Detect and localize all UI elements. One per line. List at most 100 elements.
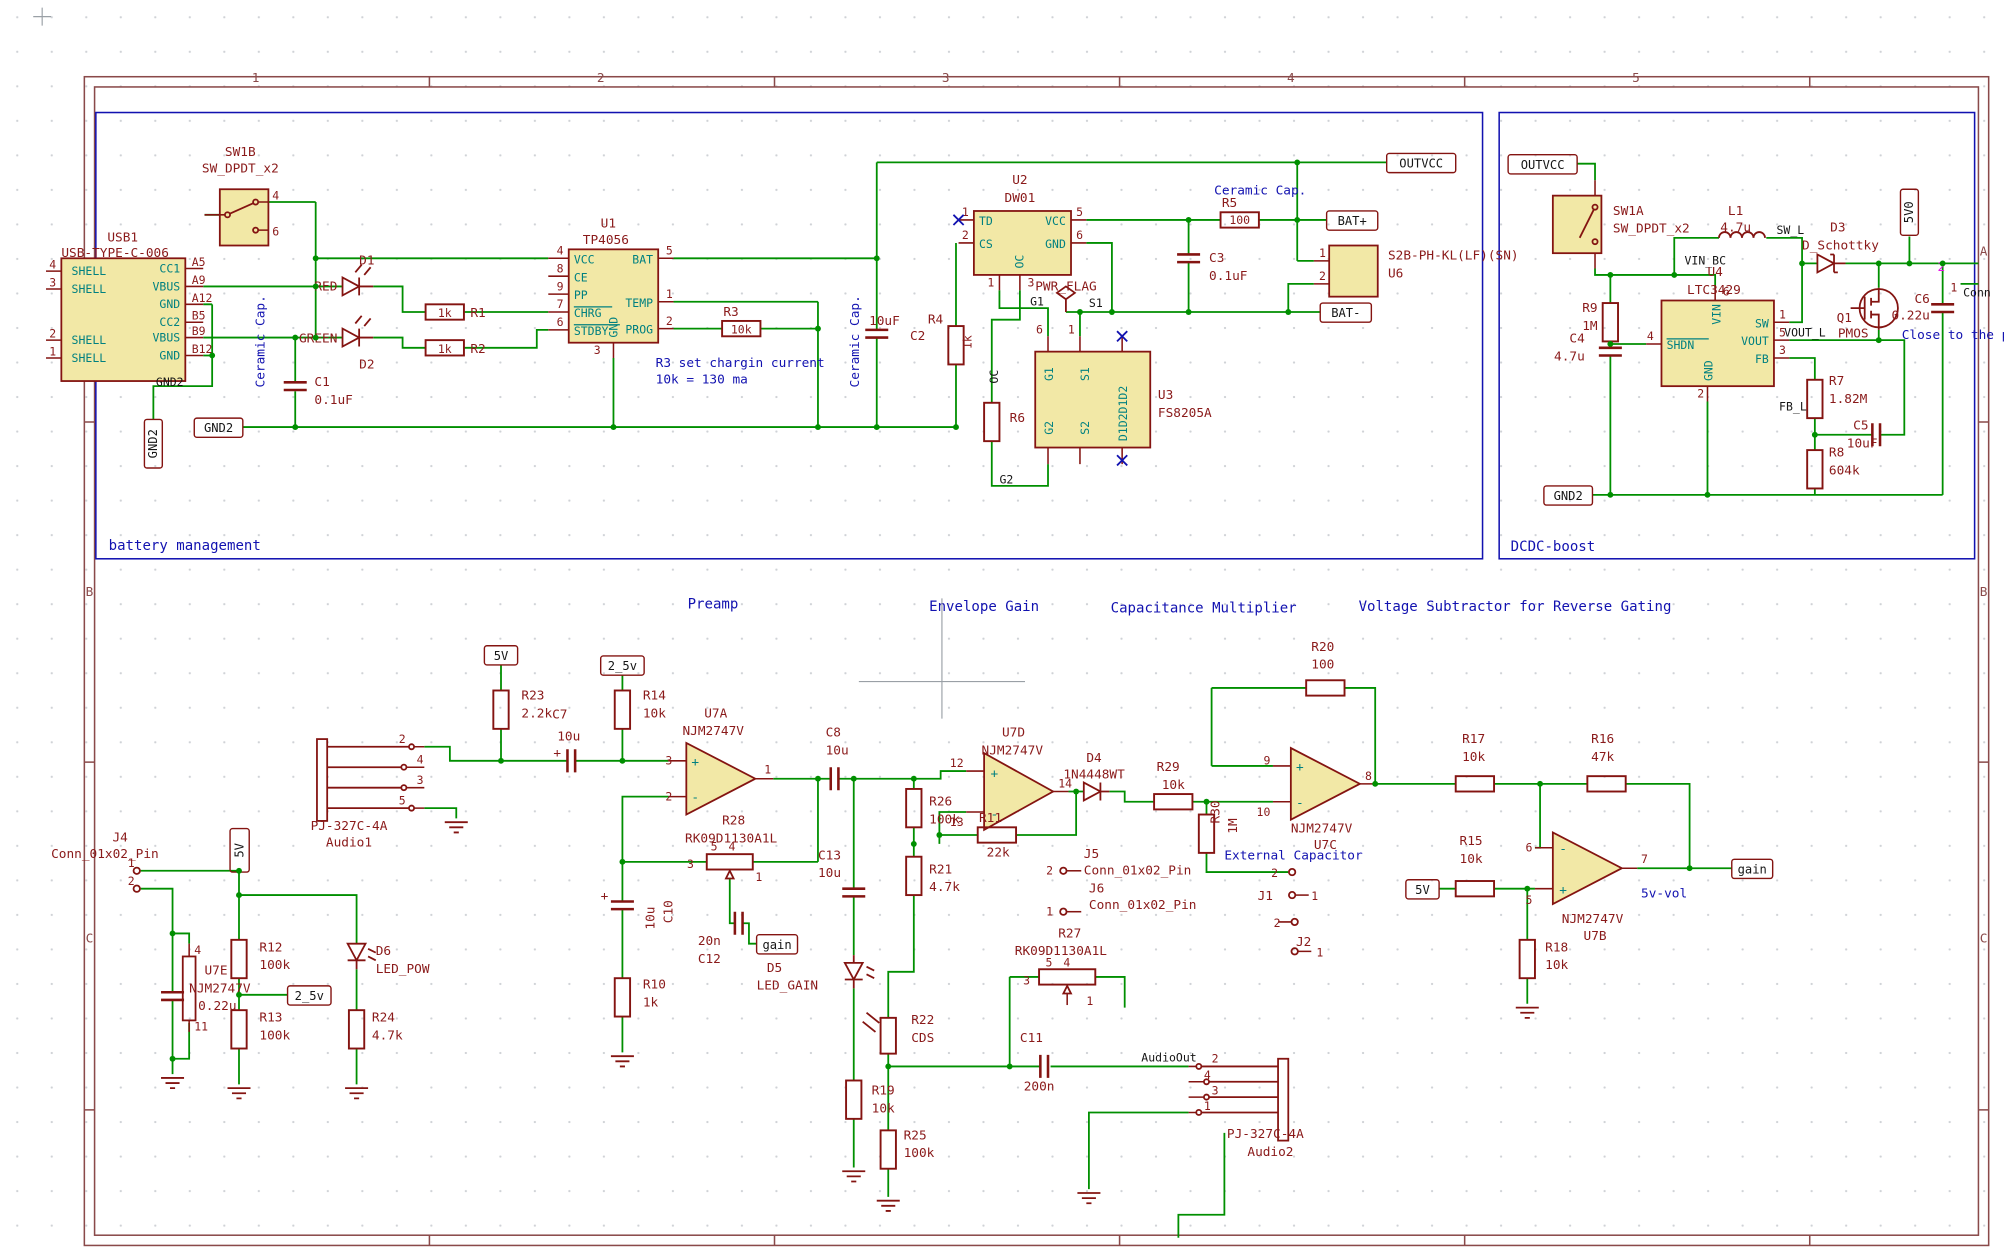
resistor-R11[interactable] (976, 826, 1018, 844)
resistor-R18[interactable] (1518, 938, 1536, 980)
component-J5-connector[interactable] (1059, 866, 1082, 875)
net-flag-5v0[interactable]: 5V0 (1899, 188, 1920, 236)
resistor-R26[interactable] (905, 787, 923, 829)
component-D4-diode[interactable] (1082, 781, 1110, 802)
resistor-R30[interactable] (1197, 813, 1216, 854)
component-R28-pot[interactable] (705, 853, 754, 880)
label-c4: C4 (1569, 332, 1585, 347)
component-L1-inductor[interactable] (1718, 231, 1766, 238)
component-J1-connector[interactable] (1288, 867, 1309, 900)
net-flag-5v[interactable]: 5V (483, 645, 519, 666)
resistor-R6[interactable] (983, 401, 1001, 443)
capacitor-C8[interactable] (829, 767, 840, 791)
component-U3-FS8205A[interactable] (1034, 336, 1152, 465)
label-gnd: GND (159, 348, 180, 362)
resistor-R7[interactable] (1806, 378, 1824, 420)
resistor-R23[interactable] (492, 689, 510, 730)
resistor-R4[interactable] (947, 325, 965, 366)
component-D1-led[interactable] (341, 264, 374, 297)
capacitor-C3[interactable] (1177, 253, 1201, 264)
net-flag-gain[interactable]: gain (755, 934, 799, 955)
component-Audio2-jack[interactable] (1188, 1057, 1290, 1142)
component-D2-led[interactable] (341, 315, 374, 349)
capacitor-C1[interactable] (283, 381, 307, 392)
capacitor-C5[interactable] (1871, 423, 1882, 447)
resistor-R19[interactable] (845, 1079, 863, 1120)
component-U4-LTC3429[interactable] (1646, 285, 1790, 402)
net-flag-2-5v[interactable]: 2_5v (599, 655, 645, 676)
component-U2-DW01[interactable] (958, 210, 1087, 291)
component-USB1[interactable] (46, 257, 204, 382)
capacitor-C6[interactable] (1931, 303, 1955, 314)
label-b: B (86, 585, 94, 600)
capacitor-C7[interactable] (566, 749, 577, 773)
net-flag-bat+[interactable]: BAT+ (1325, 210, 1379, 231)
capacitor-C13[interactable] (842, 887, 866, 898)
component-SW1A[interactable] (1551, 180, 1603, 269)
net-flag-2-5v[interactable]: 2_5v (286, 985, 332, 1006)
component-R22-cds[interactable] (862, 1012, 897, 1055)
component-U1-TP4056[interactable] (548, 248, 674, 359)
resistor-R2[interactable] (424, 339, 465, 357)
net-flag-outvcc[interactable]: OUTVCC (1385, 152, 1457, 174)
component-U7C-opamp[interactable] (1272, 746, 1376, 822)
component-J2-connector[interactable] (1278, 917, 1312, 956)
resistor-R25[interactable] (879, 1129, 897, 1170)
component-U7E-power-unit[interactable] (181, 943, 197, 1032)
label-10u: 10u (818, 866, 841, 881)
net-flag-5v[interactable]: 5V (1405, 879, 1440, 900)
resistor-R10[interactable] (613, 977, 632, 1018)
capacitor-C4[interactable] (1598, 346, 1622, 357)
component-U7B-opamp[interactable] (1534, 830, 1638, 906)
label-vout-l: VOUT_L (1784, 325, 1826, 339)
component-Audio1-jack[interactable] (316, 738, 425, 822)
crosshair-cursor[interactable] (858, 598, 1026, 719)
resistor-R8[interactable] (1806, 449, 1824, 490)
resistor-R20[interactable] (1305, 679, 1346, 697)
component-Q1-pmos[interactable] (1850, 287, 1899, 330)
component-PWR-FLAG[interactable] (1055, 285, 1077, 312)
component-D3-schottky[interactable] (1816, 252, 1846, 274)
component-SW1B[interactable] (204, 188, 270, 247)
resistor-R24[interactable] (347, 1009, 366, 1050)
component-D6-led[interactable] (346, 942, 377, 970)
label-j5: J5 (1084, 847, 1099, 862)
label-1: 1 (1319, 246, 1326, 260)
resistor-R17[interactable] (1454, 775, 1496, 793)
capacitor-C-u7e[interactable] (161, 990, 185, 1002)
component-U7D-opamp[interactable] (966, 751, 1069, 832)
ground-symbol (161, 1077, 185, 1090)
net-flag-gnd2[interactable]: GND2 (143, 418, 164, 469)
capacitor-C10[interactable] (610, 900, 634, 911)
label-led-gain: LED_GAIN (757, 979, 818, 994)
component-J4-connector[interactable] (132, 866, 141, 893)
component-U7A-opamp[interactable] (668, 741, 774, 816)
resistor-R5[interactable] (1219, 211, 1260, 229)
label-1: 1 (962, 205, 969, 219)
resistor-R29[interactable] (1153, 793, 1194, 811)
label-ce: CE (574, 270, 588, 284)
component-J6-connector[interactable] (1059, 907, 1082, 916)
resistor-R12[interactable] (230, 938, 248, 980)
component-D5-led[interactable] (843, 955, 875, 989)
capacitor-C12[interactable] (733, 911, 744, 935)
resistor-R15[interactable] (1454, 880, 1496, 898)
capacitor-C2[interactable] (865, 328, 889, 339)
resistor-R21[interactable] (905, 855, 923, 897)
resistor-R3[interactable] (721, 319, 762, 338)
net-flag-outvcc[interactable]: OUTVCC (1507, 154, 1578, 175)
ground-symbol (345, 1087, 369, 1100)
resistor-R16[interactable] (1586, 775, 1627, 793)
component-U6-battery-connector[interactable] (1313, 244, 1379, 298)
net-flag-gain[interactable]: gain (1731, 858, 1774, 880)
label-100: 100 (1311, 658, 1334, 673)
net-flag-gnd2[interactable]: GND2 (1543, 485, 1594, 506)
resistor-R1[interactable] (424, 303, 465, 321)
net-flag-bat-[interactable]: BAT- (1319, 302, 1373, 323)
resistor-R14[interactable] (613, 689, 632, 730)
net-flag-gnd2[interactable]: GND2 (193, 417, 244, 439)
capacitor-C11[interactable] (1039, 1054, 1050, 1078)
resistor-R13[interactable] (230, 1009, 248, 1050)
component-R27-pot[interactable] (1038, 968, 1097, 1006)
